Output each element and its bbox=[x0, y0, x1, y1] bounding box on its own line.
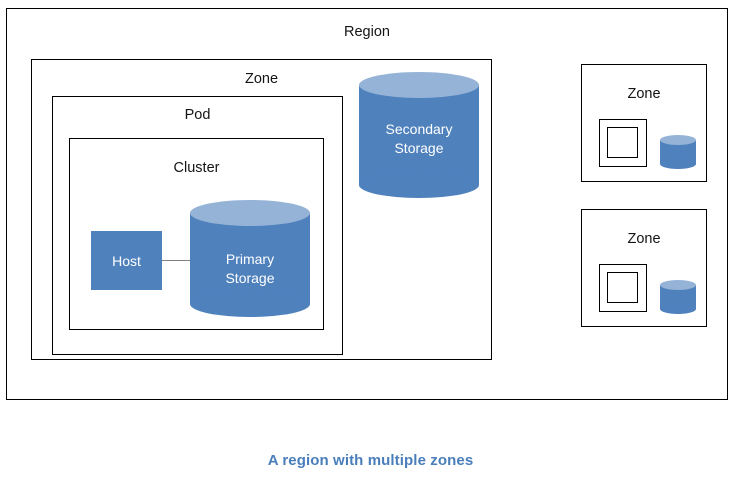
pod-label: Pod bbox=[184, 107, 211, 123]
secondary-storage-cylinder: Secondary Storage bbox=[359, 72, 479, 198]
cylinder-body bbox=[190, 213, 310, 304]
zone-right-1-pod-outline bbox=[599, 119, 647, 167]
zone-right-1-storage-cylinder bbox=[660, 135, 696, 169]
diagram-caption: A region with multiple zones bbox=[267, 452, 474, 469]
host-to-primary-storage-connector bbox=[162, 260, 192, 261]
cylinder-top-ellipse bbox=[359, 72, 479, 98]
cluster-label: Cluster bbox=[173, 160, 220, 176]
zone-right-2-cluster-outline bbox=[607, 272, 638, 303]
primary-storage-cylinder: Primary Storage bbox=[190, 200, 310, 317]
zone-right-1-container: Zone bbox=[581, 64, 707, 182]
zone-right-2-storage-cylinder bbox=[660, 280, 696, 314]
host-label: Host bbox=[112, 252, 141, 269]
cylinder-body bbox=[359, 85, 479, 185]
zone-right-1-label: Zone bbox=[627, 86, 661, 102]
zone-right-1-cluster-outline bbox=[607, 127, 638, 158]
cylinder-top-ellipse bbox=[660, 135, 696, 145]
zone-main-container: Zone bbox=[31, 59, 492, 360]
zone-right-2-label: Zone bbox=[627, 231, 661, 247]
cylinder-bottom bbox=[190, 291, 310, 317]
cylinder-bottom bbox=[660, 304, 696, 314]
cylinder-top-ellipse bbox=[660, 280, 696, 290]
cylinder-bottom bbox=[359, 172, 479, 198]
cylinder-top-ellipse bbox=[190, 200, 310, 226]
zone-right-2-pod-outline bbox=[599, 264, 647, 312]
zone-right-2-container: Zone bbox=[581, 209, 707, 327]
host-node: Host bbox=[91, 231, 162, 290]
pod-container: Pod bbox=[52, 96, 343, 355]
zone-main-label: Zone bbox=[244, 71, 279, 87]
region-container: Region bbox=[6, 8, 728, 400]
cylinder-bottom bbox=[660, 159, 696, 169]
region-label: Region bbox=[344, 24, 390, 40]
cluster-container: Cluster bbox=[69, 138, 324, 330]
